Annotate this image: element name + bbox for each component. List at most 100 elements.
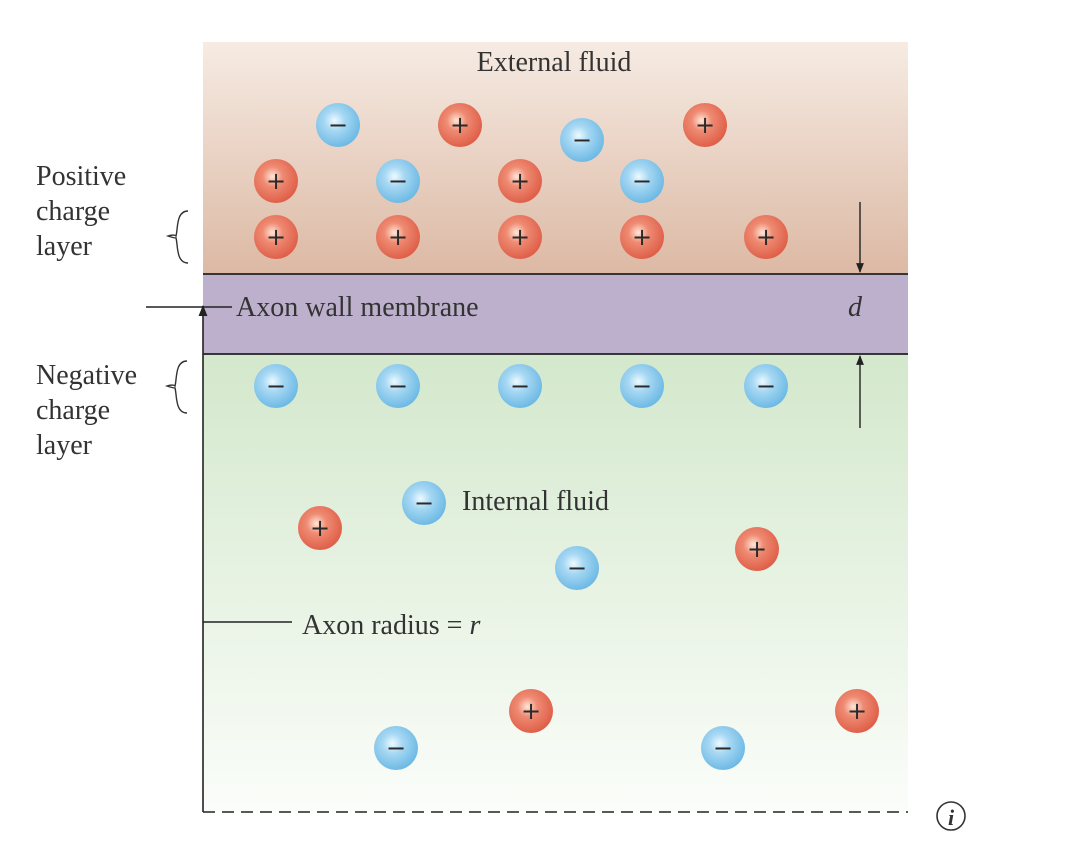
minus-sign: − [510,372,530,400]
plus-sign: + [450,111,470,139]
external-fluid-label: External fluid [477,47,632,78]
plus-sign: + [266,167,286,195]
plus-sign: + [632,223,652,251]
thickness-label: d [848,292,863,323]
radius-label-text: Axon radius = [302,610,469,641]
negative-ion-external: − [376,159,420,203]
negative-layer-label-line1: Negative [36,360,137,391]
ions-layer: − + − + + − + − + + + + + − − − − − − + − + + + − − [254,103,879,770]
positive-ion-external: + [498,159,542,203]
minus-sign: − [756,372,776,400]
negative-ion-negative-layer: − [376,364,420,408]
negative-ion-external: − [560,118,604,162]
minus-sign: − [328,111,348,139]
info-icon[interactable]: i [936,801,966,831]
positive-ion-circle [744,215,788,259]
positive-ion-circle [298,506,342,550]
positive-ion-positive-layer: + [620,215,664,259]
radius-label: Axon radius = r [302,610,480,641]
plus-sign: + [266,223,286,251]
negative-ion-external: − [620,159,664,203]
internal-fluid-region [203,354,908,812]
positive-layer-brace [165,210,189,264]
plus-sign: + [847,697,867,725]
minus-sign: − [414,489,434,517]
external-fluid-region [203,42,908,274]
positive-ion-internal: + [835,689,879,733]
minus-sign: − [388,167,408,195]
positive-ion-positive-layer: + [498,215,542,259]
positive-ion-circle [620,215,664,259]
positive-ion-circle [438,103,482,147]
negative-ion-circle [402,481,446,525]
positive-ion-circle [498,159,542,203]
info-icon-glyph: i [948,805,955,830]
negative-ion-negative-layer: − [620,364,664,408]
negative-ion-circle [555,546,599,590]
minus-sign: − [388,372,408,400]
plus-sign: + [521,697,541,725]
negative-ion-negative-layer: − [744,364,788,408]
negative-ion-internal: − [555,546,599,590]
negative-ion-circle [254,364,298,408]
positive-ion-internal: + [735,527,779,571]
minus-sign: − [266,372,286,400]
plus-sign: + [510,167,530,195]
membrane-region [203,274,908,354]
negative-ion-circle [498,364,542,408]
positive-ion-positive-layer: + [376,215,420,259]
minus-sign: − [572,126,592,154]
negative-ion-circle [701,726,745,770]
negative-ion-circle [316,103,360,147]
positive-ion-external: + [438,103,482,147]
positive-ion-circle [254,159,298,203]
negative-ion-circle [744,364,788,408]
negative-ion-external: − [316,103,360,147]
positive-ion-external: + [254,159,298,203]
negative-ion-circle [620,364,664,408]
minus-sign: − [567,554,587,582]
internal-fluid-label: Internal fluid [462,486,609,517]
positive-layer-label-line2: charge [36,196,110,227]
positive-layer-label-line3: layer [36,231,93,262]
negative-ion-negative-layer: − [498,364,542,408]
minus-sign: − [632,372,652,400]
negative-ion-internal: − [701,726,745,770]
plus-sign: + [510,223,530,251]
membrane-label: Axon wall membrane [236,292,479,323]
positive-layer-label-line1: Positive [36,161,126,192]
positive-ion-internal: + [509,689,553,733]
negative-layer-label-line2: charge [36,395,110,426]
positive-ion-circle [498,215,542,259]
positive-ion-circle [254,215,298,259]
positive-ion-circle [835,689,879,733]
minus-sign: − [386,734,406,762]
positive-ion-circle [509,689,553,733]
negative-ion-negative-layer: − [254,364,298,408]
plus-sign: + [310,514,330,542]
radius-symbol: r [469,610,480,641]
negative-ion-internal: − [374,726,418,770]
negative-layer-brace [164,360,188,414]
positive-ion-circle [376,215,420,259]
negative-ion-circle [374,726,418,770]
minus-sign: − [713,734,733,762]
positive-ion-positive-layer: + [744,215,788,259]
negative-layer-label-line3: layer [36,430,93,461]
negative-ion-circle [376,364,420,408]
positive-ion-positive-layer: + [254,215,298,259]
negative-ion-internal: − [402,481,446,525]
plus-sign: + [388,223,408,251]
plus-sign: + [747,535,767,563]
plus-sign: + [695,111,715,139]
positive-ion-internal: + [298,506,342,550]
positive-ion-external: + [683,103,727,147]
positive-ion-circle [683,103,727,147]
negative-ion-circle [620,159,664,203]
negative-ion-circle [560,118,604,162]
plus-sign: + [756,223,776,251]
positive-ion-circle [735,527,779,571]
negative-ion-circle [376,159,420,203]
minus-sign: − [632,167,652,195]
